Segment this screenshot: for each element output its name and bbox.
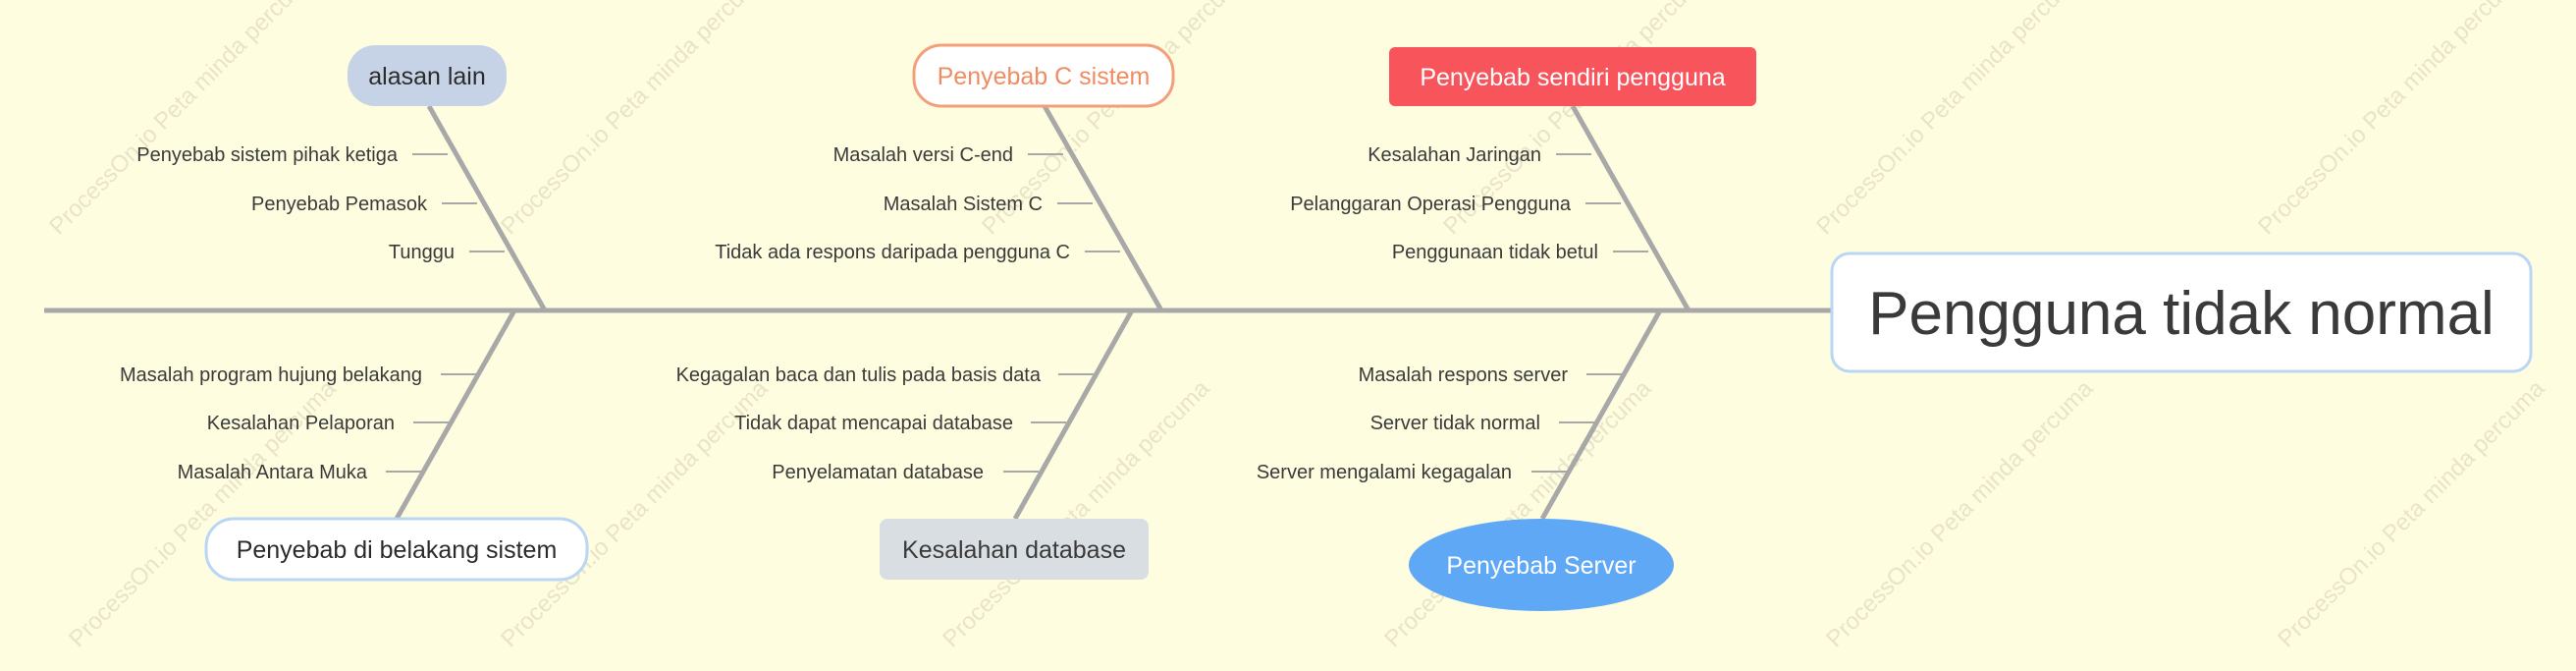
watermark-text: ProcessOn.io Peta minda percuma <box>2273 375 2550 653</box>
category-node-backend[interactable]: Penyebab di belakang sistem <box>204 517 589 582</box>
category-node-shape <box>912 43 1175 108</box>
cause-label: Masalah versi C-end <box>833 144 1013 166</box>
watermark-text: ProcessOn.io Peta minda percuma <box>496 375 774 653</box>
cause-label: Masalah Antara Muka <box>178 462 368 483</box>
bone-bottom-left <box>394 308 517 521</box>
problem-node[interactable]: Pengguna tidak normal <box>1830 252 2533 373</box>
cause-label: Masalah Sistem C <box>884 194 1043 215</box>
category-node-server[interactable]: Penyebab Server <box>1409 519 1674 611</box>
watermark-text: ProcessOn.io Peta minda percuma <box>496 0 774 240</box>
bone-bottom-right <box>1539 308 1663 521</box>
watermark-text: ProcessOn.io Peta minda percuma <box>2253 0 2531 240</box>
cause-labels: Penyebab sistem pihak ketiga Penyebab Pe… <box>120 144 1598 483</box>
category-node-user-cause[interactable]: Penyebab sendiri pengguna <box>1389 47 1756 106</box>
category-label: Penyebab Server <box>1446 552 1636 580</box>
cause-label: Masalah respons server <box>1359 364 1569 386</box>
cause-label: Kesalahan Jaringan <box>1368 144 1541 166</box>
category-node-shape <box>1409 519 1674 611</box>
bone-bottom-mid <box>1012 308 1135 521</box>
cause-ticks <box>386 153 1648 473</box>
cause-label: Kesalahan Pelaporan <box>207 413 395 434</box>
category-label: Penyebab di belakang sistem <box>237 536 558 564</box>
cause-label: Tidak ada respons daripada pengguna C <box>715 242 1070 263</box>
watermark-text: ProcessOn.io Peta minda percuma <box>1811 0 2089 240</box>
problem-box <box>1830 252 2533 373</box>
cause-label: Penyelamatan database <box>772 462 984 483</box>
cause-label: Kegagalan baca dan tulis pada basis data <box>676 364 1042 386</box>
cause-label: Server mengalami kegagalan <box>1257 462 1512 483</box>
category-node-database[interactable]: Kesalahan database <box>880 519 1149 580</box>
cause-label: Server tidak normal <box>1370 413 1540 434</box>
problem-title: Pengguna tidak normal <box>1868 280 2495 348</box>
cause-label: Penyebab sistem pihak ketiga <box>136 144 399 166</box>
category-label: Penyebab C sistem <box>938 63 1151 90</box>
bone-top-mid <box>1042 104 1164 312</box>
category-node-c-system[interactable]: Penyebab C sistem <box>912 43 1175 108</box>
watermark-text: ProcessOn.io Peta minda percuma <box>1821 375 2099 653</box>
category-node-shape <box>348 45 507 106</box>
category-node-shape <box>1389 47 1756 106</box>
cause-label: Penyebab Pemasok <box>251 194 428 215</box>
category-node-shape <box>880 519 1149 580</box>
cause-label: Tidak dapat mencapai database <box>734 413 1013 434</box>
cause-label: Penggunaan tidak betul <box>1392 242 1598 263</box>
cause-label: Pelanggaran Operasi Pengguna <box>1290 194 1572 215</box>
bone-top-left <box>426 104 548 312</box>
cause-label: Tunggu <box>389 242 455 263</box>
category-node-other[interactable]: alasan lain <box>348 45 507 106</box>
category-label: alasan lain <box>368 63 486 90</box>
category-node-shape <box>204 517 589 582</box>
bone-top-right <box>1570 104 1691 312</box>
cause-label: Masalah program hujung belakang <box>120 364 422 386</box>
category-label: Kesalahan database <box>902 536 1126 564</box>
category-label: Penyebab sendiri pengguna <box>1420 64 1725 91</box>
